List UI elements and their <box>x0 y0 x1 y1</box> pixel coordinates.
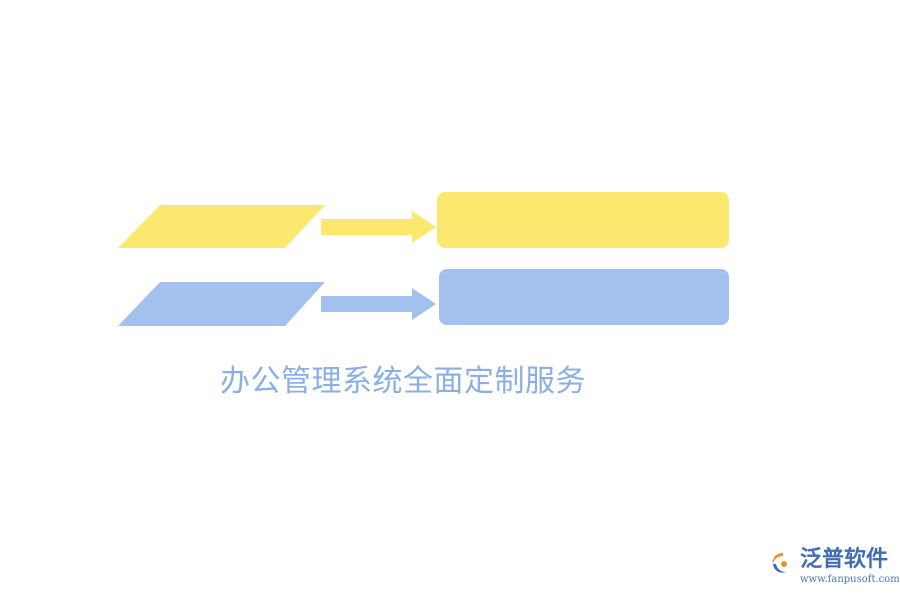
logo-swirl-blue <box>773 564 786 573</box>
company-logo: 泛普软件 www.fanpusoft.com <box>770 546 900 590</box>
logo-dot <box>781 561 787 567</box>
arrow-yellow <box>321 211 436 243</box>
box-yellow <box>437 192 729 248</box>
logo-url: www.fanpusoft.com <box>800 574 900 585</box>
arrow-blue <box>321 288 436 320</box>
diagram-caption: 办公管理系统全面定制服务 <box>220 364 586 399</box>
logo-swirl-orange <box>772 553 783 564</box>
parallelogram-blue <box>118 282 325 326</box>
logo-swirl-icon <box>772 553 787 573</box>
logo-name: 泛普软件 <box>800 547 889 572</box>
parallelogram-yellow <box>118 205 325 248</box>
box-blue <box>439 269 729 325</box>
